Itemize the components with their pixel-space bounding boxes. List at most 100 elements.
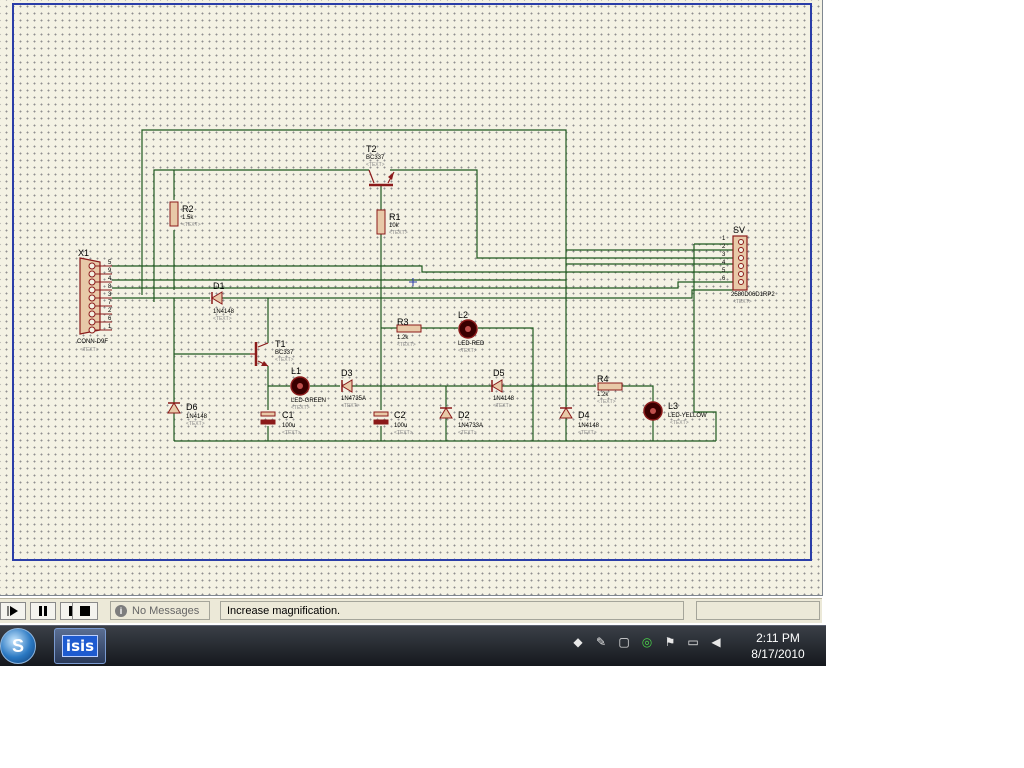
clock-date: 8/17/2010 bbox=[751, 647, 805, 661]
l2-ref: L2 bbox=[458, 310, 468, 320]
x1-pin-label: 9 bbox=[108, 268, 112, 274]
window-icon[interactable]: ▢ bbox=[618, 635, 630, 649]
d1-diode[interactable]: D1 1N4148 <TEXT> bbox=[211, 281, 235, 322]
d6-ref: D6 bbox=[186, 402, 198, 412]
sv-pin-label: 2 bbox=[722, 244, 726, 250]
x1-pin-label: 1 bbox=[108, 324, 112, 330]
d6-value: 1N4148 bbox=[186, 414, 208, 420]
c1-text: <TEXT> bbox=[282, 430, 301, 436]
d2-ref: D2 bbox=[458, 410, 470, 420]
x1-pin-label: 6 bbox=[108, 316, 112, 322]
taskbar-app-isis[interactable]: isis bbox=[54, 628, 106, 664]
c1-capacitor[interactable]: C1 100u <TEXT> bbox=[260, 410, 301, 436]
x1-pin-label: 3 bbox=[108, 292, 112, 298]
start-button[interactable]: S bbox=[0, 628, 36, 664]
r2-ref: R2 bbox=[182, 204, 194, 214]
sv-pin-label: 4 bbox=[722, 260, 726, 266]
r3-ref: R3 bbox=[397, 317, 409, 327]
security-icon[interactable]: ◎ bbox=[641, 635, 653, 649]
l3-ref: L3 bbox=[668, 401, 678, 411]
d1-ref: D1 bbox=[213, 281, 225, 291]
play-icon bbox=[7, 606, 18, 616]
schematic-workspace[interactable]: 5 9 4 8 3 7 2 6 1 X1 CONN-D9F <TEXT> T2 … bbox=[0, 0, 823, 596]
d3-text: <TEXT> bbox=[341, 403, 360, 409]
l2-led[interactable]: L2 LED-RED <TEXT> bbox=[458, 310, 485, 354]
x1-ref: X1 bbox=[78, 248, 89, 258]
windows-logo-icon: S bbox=[11, 635, 24, 656]
wires bbox=[112, 129, 733, 442]
hint-panel: Increase magnification. bbox=[220, 601, 684, 620]
c2-capacitor[interactable]: C2 100u <TEXT> bbox=[373, 410, 413, 436]
r2-text: <TEXT> bbox=[182, 222, 201, 228]
schematic-canvas[interactable]: 5 9 4 8 3 7 2 6 1 X1 CONN-D9F <TEXT> T2 … bbox=[0, 0, 822, 595]
x1-pin-label: 5 bbox=[108, 260, 112, 266]
r4-text: <TEXT> bbox=[597, 399, 616, 405]
stop-icon bbox=[80, 606, 90, 616]
d6-text: <TEXT> bbox=[186, 421, 205, 427]
d4-text: <TEXT> bbox=[578, 430, 597, 436]
r3-resistor[interactable]: R3 1.2k <TEXT> bbox=[396, 317, 422, 348]
flag-icon[interactable]: ⚑ bbox=[664, 635, 676, 649]
t1-ref: T1 bbox=[275, 339, 286, 349]
taskbar: S isis ◆ ✎ ▢ ◎ ⚑ ▭ ◀ 2:11 PM 8/17/2010 bbox=[0, 625, 826, 666]
isis-app-icon: isis bbox=[61, 635, 99, 657]
pen-icon[interactable]: ✎ bbox=[595, 635, 607, 649]
info-icon: i bbox=[115, 604, 127, 617]
l2-value: LED-RED bbox=[458, 341, 485, 347]
coordinate-panel bbox=[696, 601, 820, 620]
d6-diode[interactable]: D6 1N4148 <TEXT> bbox=[167, 402, 208, 427]
network-globe-icon[interactable]: ◆ bbox=[573, 635, 583, 649]
l3-text: <TEXT> bbox=[670, 420, 689, 426]
x1-pin-label: 8 bbox=[108, 284, 112, 290]
display-icon[interactable]: ▭ bbox=[687, 635, 699, 649]
r4-value: 1.2k bbox=[597, 392, 609, 398]
l3-led[interactable]: L3 LED-YELLOW <TEXT> bbox=[643, 401, 707, 426]
play-button[interactable] bbox=[0, 602, 26, 620]
d4-diode[interactable]: D4 1N4148 <TEXT> bbox=[559, 407, 600, 436]
d5-text: <TEXT> bbox=[493, 403, 512, 409]
x1-value: CONN-D9F bbox=[77, 339, 108, 345]
r3-text: <TEXT> bbox=[397, 342, 416, 348]
d2-diode[interactable]: D2 1N4733A <TEXT> bbox=[439, 407, 483, 436]
r3-value: 1.2k bbox=[397, 335, 409, 341]
l3-value: LED-YELLOW bbox=[668, 413, 707, 419]
r1-resistor[interactable]: R1 10k <TEXT> bbox=[376, 209, 408, 236]
r4-ref: R4 bbox=[597, 374, 609, 384]
stop-button[interactable] bbox=[72, 602, 98, 620]
status-bar: i No Messages Increase magnification. bbox=[0, 598, 822, 623]
c1-ref: C1 bbox=[282, 410, 294, 420]
t2-value: BC337 bbox=[366, 155, 385, 161]
t1-transistor[interactable]: T1 BC337 <TEXT> bbox=[250, 339, 294, 367]
sv-pin-label: 3 bbox=[722, 252, 726, 258]
clock[interactable]: 2:11 PM 8/17/2010 bbox=[740, 630, 816, 662]
r1-text: <TEXT> bbox=[389, 230, 408, 236]
r4-resistor[interactable]: R4 1.2k <TEXT> bbox=[597, 374, 623, 405]
sv-pin-label: 1 bbox=[722, 236, 726, 242]
d4-ref: D4 bbox=[578, 410, 590, 420]
l1-led[interactable]: L1 LED-GREEN <TEXT> bbox=[290, 366, 326, 411]
d5-diode[interactable]: D5 1N4148 <TEXT> bbox=[491, 368, 515, 409]
c1-value: 100u bbox=[282, 423, 295, 429]
pause-icon bbox=[39, 606, 47, 616]
d3-value: 1N4735A bbox=[341, 396, 366, 402]
l1-value: LED-GREEN bbox=[291, 398, 326, 404]
messages-text: No Messages bbox=[132, 604, 200, 617]
sv-pin-label: 6 bbox=[722, 276, 726, 282]
d2-value: 1N4733A bbox=[458, 423, 483, 429]
sv-ref: SV bbox=[733, 225, 745, 235]
sv-header[interactable]: 1 2 3 4 5 6 SV 2580D06D1RP2 <TEXT> bbox=[722, 225, 775, 305]
t2-transistor[interactable]: T2 BC337 <TEXT> bbox=[366, 144, 395, 187]
clock-time: 2:11 PM bbox=[756, 631, 800, 645]
d1-value: 1N4148 bbox=[213, 309, 235, 315]
step-button[interactable] bbox=[30, 602, 56, 620]
d3-diode[interactable]: D3 1N4735A <TEXT> bbox=[341, 368, 366, 409]
x1-connector[interactable]: 5 9 4 8 3 7 2 6 1 X1 CONN-D9F <TEXT> bbox=[77, 248, 112, 353]
l2-text: <TEXT> bbox=[458, 348, 477, 354]
sv-pin-label: 5 bbox=[722, 268, 726, 274]
r2-resistor[interactable]: R2 1.5k <TEXT> bbox=[169, 201, 201, 228]
messages-panel[interactable]: i No Messages bbox=[110, 601, 210, 620]
c2-value: 100u bbox=[394, 423, 407, 429]
x1-pin-label: 4 bbox=[108, 276, 112, 282]
volume-icon[interactable]: ◀ bbox=[711, 635, 721, 649]
l1-ref: L1 bbox=[291, 366, 301, 376]
